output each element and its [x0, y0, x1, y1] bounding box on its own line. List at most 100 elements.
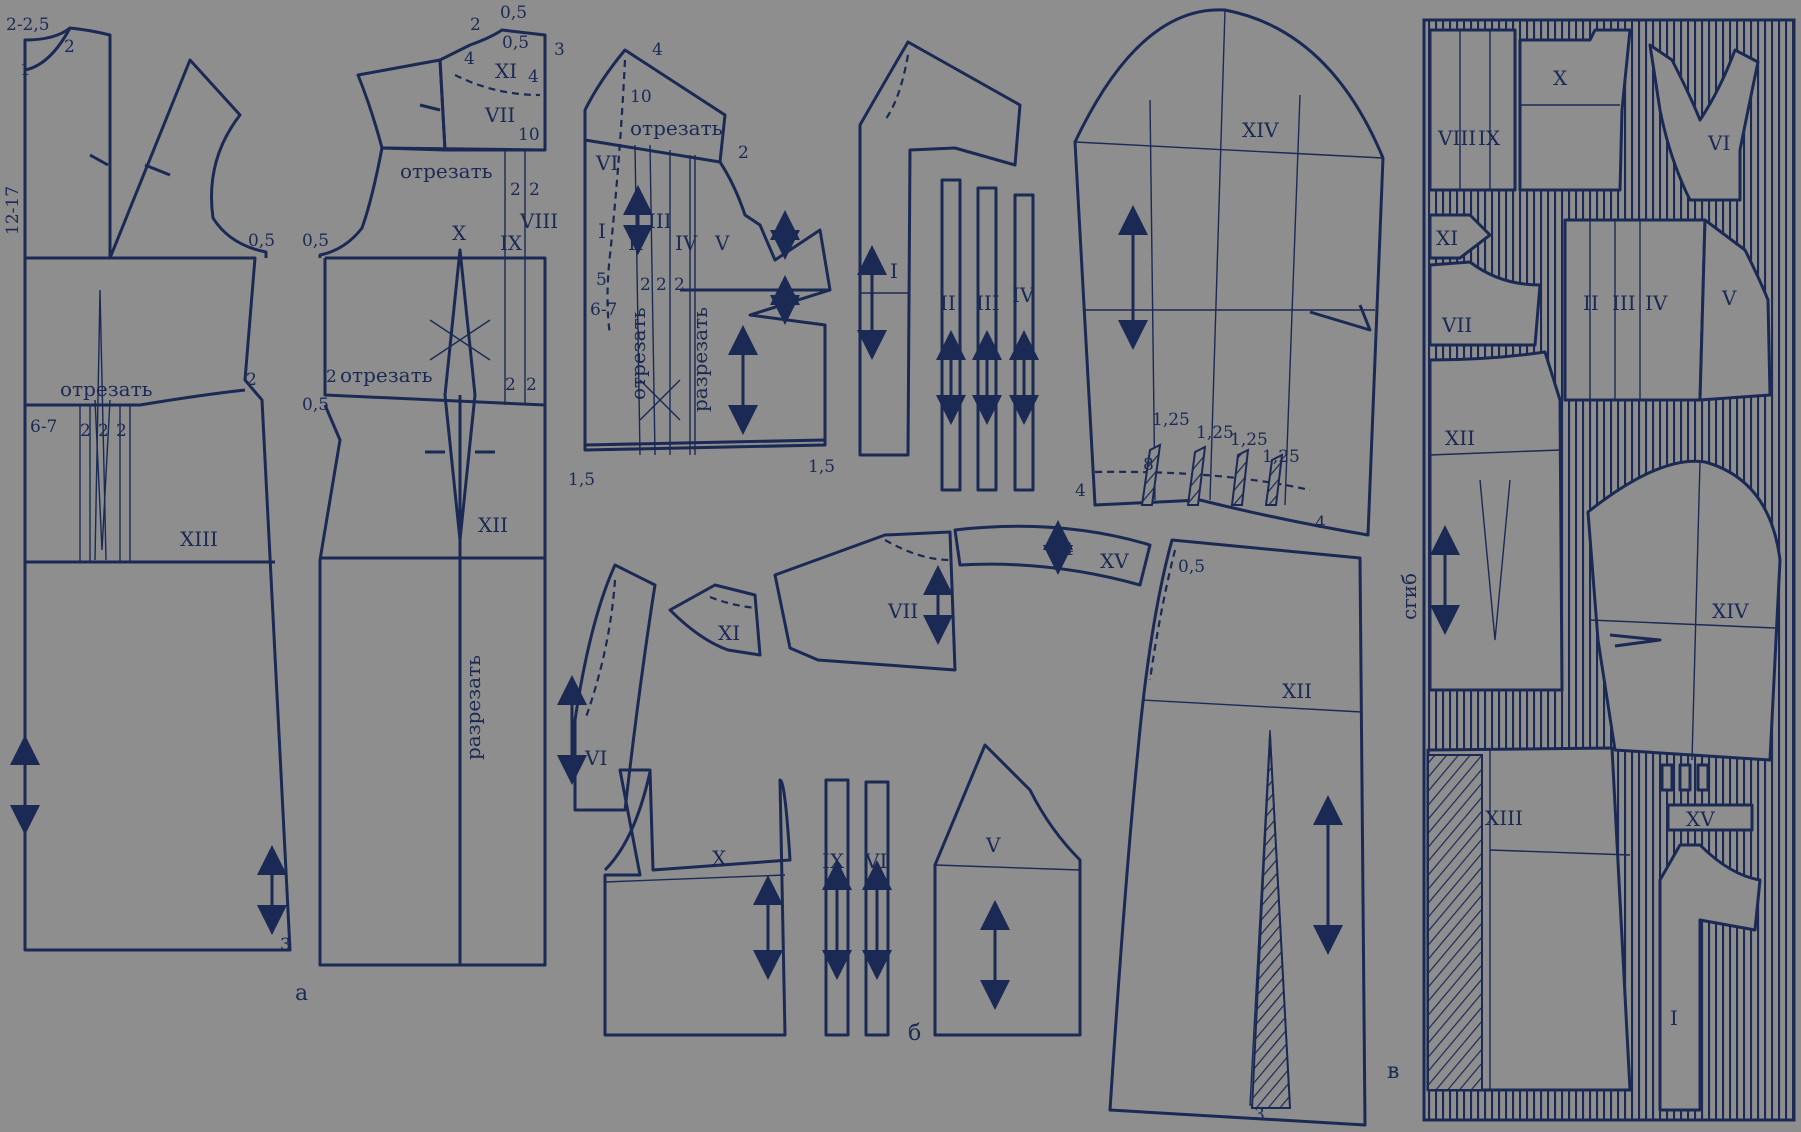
caption-a: а: [295, 981, 308, 1006]
dim-c-10: 10: [630, 87, 652, 107]
dim-s-8: 8: [1143, 455, 1154, 475]
dim-a-2: 2: [64, 37, 75, 57]
label-cut-b2: отрезать: [626, 307, 650, 400]
panel-b-front-yoke: [583, 48, 832, 456]
label-fold: сгиб: [1397, 573, 1421, 620]
piece-label-V-b1: V: [714, 231, 730, 255]
piece-label-VII-b3: VII: [887, 599, 918, 623]
piece-label-III-b1: III: [648, 209, 672, 233]
dim-b-2g: 2: [526, 375, 537, 395]
dim-b-05d: 0,5: [302, 395, 329, 415]
piece-label-VI-b4: VI: [864, 849, 887, 873]
piece-label-V-v: V: [1721, 286, 1737, 310]
piece-label-XII-v: XII: [1445, 426, 1475, 450]
dim-s-125c: 1,25: [1230, 430, 1268, 450]
piece-label-X-b3: X: [712, 846, 727, 870]
dim-b-10: 10: [518, 125, 540, 145]
dim-b-05: 0,5: [500, 3, 527, 23]
piece-label-IX-b3: IX: [822, 849, 845, 873]
piece-label-IV-v: IV: [1645, 291, 1668, 315]
caption-b: б: [908, 1021, 921, 1046]
dim-sk-05: 0,5: [1178, 557, 1205, 577]
dim-a-05-r: 0,5: [248, 231, 275, 251]
piece-label-VIII-v: VIII: [1437, 126, 1476, 150]
dim-b-2d: 2: [529, 180, 540, 200]
dim-c-2: 2: [738, 143, 749, 163]
dim-b-4b: 4: [528, 67, 539, 87]
dim-c-2c: 2: [656, 275, 667, 295]
piece-label-XIII-a: XIII: [180, 527, 218, 551]
piece-label-VIII-a: VIII: [519, 209, 558, 233]
dim-c-4: 4: [652, 40, 663, 60]
dim-a-2-25: 2-2,5: [6, 15, 50, 35]
dim-b-2c: 2: [510, 180, 521, 200]
dim-b-2f: 2: [505, 375, 516, 395]
piece-label-IX-a: IX: [500, 231, 523, 255]
piece-label-XII-a: XII: [478, 513, 508, 537]
dim-s-4b: 4: [1315, 513, 1326, 533]
dim-b-05c: 0,5: [302, 231, 329, 251]
piece-label-XI-v: XI: [1436, 226, 1458, 250]
piece-label-VII-v: VII: [1441, 313, 1472, 337]
piece-label-VI-v: VI: [1707, 131, 1730, 155]
panel-v-layout: [1422, 18, 1796, 1122]
piece-label-II-b1: II: [628, 231, 644, 255]
dim-c-15b: 1,5: [808, 457, 835, 477]
piece-label-XII-sk: XII: [1282, 679, 1312, 703]
piece-label-X-a: X: [452, 221, 467, 245]
dim-b3-4: 4: [1063, 540, 1074, 560]
piece-label-III-b2: III: [976, 291, 1000, 315]
piece-label-II-v: II: [1583, 291, 1599, 315]
dim-c-2b: 2: [640, 275, 651, 295]
label-cut-b1: отрезать: [630, 116, 723, 140]
dim-a-2b: 2: [80, 421, 91, 441]
dim-b-4: 4: [464, 49, 475, 69]
dim-a-6-7: 6-7: [30, 417, 57, 437]
piece-label-I-b2: I: [890, 259, 898, 283]
dim-a-2c: 2: [98, 421, 109, 441]
label-cut-a1: отрезать: [60, 377, 153, 401]
piece-label-VI-b1: VI: [595, 151, 618, 175]
dim-a-12-17: 12-17: [3, 186, 23, 235]
label-slash-a: разрезать: [461, 655, 485, 760]
piece-label-IV-b1: IV: [675, 231, 698, 255]
piece-label-V-b3: V: [985, 833, 1001, 857]
dim-c-15: 1,5: [568, 470, 595, 490]
piece-label-XI-b3: XI: [718, 621, 740, 645]
dim-c-6-7: 6-7: [590, 300, 617, 320]
dim-b-3: 3: [554, 40, 565, 60]
dim-s-125b: 1,25: [1196, 423, 1234, 443]
dim-a-3: 3: [280, 935, 291, 955]
panel-a-back: [318, 28, 547, 967]
sleeve-pattern: [1073, 8, 1385, 537]
piece-label-VII-a: VII: [484, 103, 515, 127]
dim-b-05b: 0,5: [502, 33, 529, 53]
piece-label-I-v: I: [1670, 1006, 1678, 1030]
panel-b-pieces: [557, 520, 1152, 1037]
piece-label-III-v: III: [1612, 291, 1636, 315]
piece-label-IX-v: IX: [1478, 126, 1501, 150]
dim-s-4a: 4: [1075, 481, 1086, 501]
piece-label-XIII-v: XIII: [1485, 806, 1523, 830]
piece-label-XV-b3: XV: [1100, 549, 1129, 573]
dim-a-2-r: 2: [246, 370, 257, 390]
panel-a-front: [10, 26, 292, 952]
piece-label-XIV-b: XIV: [1242, 118, 1279, 142]
skirt-pattern: [1108, 538, 1367, 1127]
dim-a-1: 1: [20, 60, 31, 80]
piece-label-XIV-v: XIV: [1712, 599, 1749, 623]
piece-label-VI-b3: VI: [584, 746, 607, 770]
label-cut-a2: отрезать: [400, 159, 493, 183]
dim-sk-3: 3: [1254, 1105, 1265, 1125]
label-slash-b: разрезать: [688, 307, 712, 412]
piece-label-XV-v: XV: [1686, 807, 1715, 831]
dim-c-5: 5: [596, 270, 607, 290]
dim-c-2d: 2: [674, 275, 685, 295]
dim-b-2: 2: [470, 15, 481, 35]
dim-s-125a: 1,25: [1152, 410, 1190, 430]
dim-a-2d: 2: [116, 421, 127, 441]
panel-b-front-strips: [857, 40, 1039, 492]
dim-s-125d: 1,25: [1262, 447, 1300, 467]
